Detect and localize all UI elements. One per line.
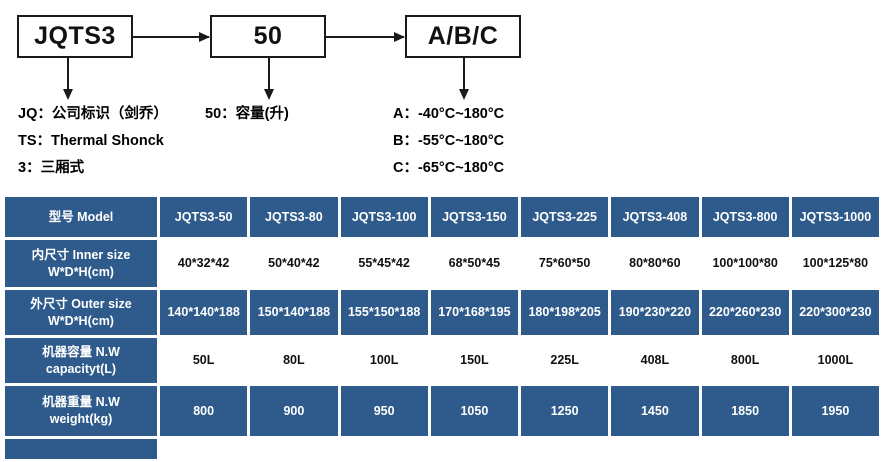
cell-next-4 [430, 439, 518, 459]
cell-next-8 [791, 439, 879, 459]
cell-inner-size-1: 40*32*42 [160, 240, 248, 287]
row-label-weight: 机器重量 N.W weight(kg) [5, 386, 157, 436]
specification-table-container: 型号 Model JQTS3-50 JQTS3-80 JQTS3-100 JQT… [5, 197, 885, 459]
legend-line-a: A：-40°C~180°C [393, 106, 505, 122]
cell-weight-1: 800 [160, 386, 248, 436]
cell-inner-size-8: 100*125*80 [791, 240, 879, 287]
cell-outer-size-6: 190*230*220 [611, 290, 699, 335]
cell-outer-size-2: 150*140*188 [250, 290, 338, 335]
cell-next-7 [701, 439, 789, 459]
flow-box-volume-code: 50 [210, 15, 326, 58]
legend-line-jq: JQ：公司标识（剑乔） [18, 106, 168, 122]
header-model-2: JQTS3-80 [250, 197, 338, 237]
row-label-line2: W*D*H(cm) [48, 264, 114, 279]
row-label-next [5, 439, 157, 459]
cell-inner-size-4: 68*50*45 [430, 240, 518, 287]
cell-weight-6: 1450 [611, 386, 699, 436]
header-row-label: 型号 Model [5, 197, 157, 237]
row-label-outer-size: 外尺寸 Outer size W*D*H(cm) [5, 290, 157, 335]
legend-line-ts: TS：Thermal Shonck [18, 133, 164, 149]
row-label-line2: W*D*H(cm) [48, 313, 114, 328]
cell-next-1 [160, 439, 248, 459]
arrow-down-icon [63, 58, 73, 100]
cell-capacity-6: 408L [611, 338, 699, 383]
row-label-line1: 内尺寸 Inner size [31, 247, 131, 262]
cell-next-5 [521, 439, 609, 459]
specification-table: 型号 Model JQTS3-50 JQTS3-80 JQTS3-100 JQT… [2, 194, 882, 462]
row-label-line2: capacityt(L) [45, 361, 117, 376]
row-label-line1: 外尺寸 Outer size [30, 296, 132, 311]
legend-volume: 50：容量(升) [205, 101, 289, 128]
flow-box-temperature-code: A/B/C [405, 15, 521, 58]
header-model-1: JQTS3-50 [160, 197, 248, 237]
table-header-row: 型号 Model JQTS3-50 JQTS3-80 JQTS3-100 JQT… [5, 197, 879, 237]
cell-weight-5: 1250 [521, 386, 609, 436]
cell-capacity-2: 80L [250, 338, 338, 383]
legend-line-3: 3：三厢式 [18, 160, 85, 176]
cell-inner-size-5: 75*60*50 [521, 240, 609, 287]
legend-model-code: JQ：公司标识（剑乔） TS：Thermal Shonck 3：三厢式 [18, 101, 168, 182]
table-row: 外尺寸 Outer size W*D*H(cm) 140*140*188 150… [5, 290, 879, 335]
cell-next-6 [611, 439, 699, 459]
arrow-down-icon [264, 58, 274, 100]
header-model-3: JQTS3-100 [340, 197, 428, 237]
cell-inner-size-6: 80*80*60 [611, 240, 699, 287]
cell-capacity-4: 150L [430, 338, 518, 383]
cell-weight-8: 1950 [791, 386, 879, 436]
cell-inner-size-2: 50*40*42 [250, 240, 338, 287]
cell-capacity-3: 100L [340, 338, 428, 383]
cell-outer-size-4: 170*168*195 [430, 290, 518, 335]
cell-weight-3: 950 [340, 386, 428, 436]
arrow-right-icon [326, 32, 405, 42]
cell-outer-size-8: 220*300*230 [791, 290, 879, 335]
cell-inner-size-3: 55*45*42 [340, 240, 428, 287]
row-label-line2: weight(kg) [49, 412, 113, 426]
legend-line-c: C：-65°C~180°C [393, 160, 505, 176]
cell-capacity-5: 225L [521, 338, 609, 383]
cell-outer-size-1: 140*140*188 [160, 290, 248, 335]
cell-weight-7: 1850 [701, 386, 789, 436]
cell-weight-2: 900 [250, 386, 338, 436]
flow-box-model-code: JQTS3 [17, 15, 133, 58]
legend-temperature-range: A：-40°C~180°C B：-55°C~180°C C：-65°C~180°… [393, 101, 504, 182]
cell-outer-size-5: 180*198*205 [521, 290, 609, 335]
row-label-capacity: 机器容量 N.W capacityt(L) [5, 338, 157, 383]
arrow-down-icon [459, 58, 469, 100]
cell-capacity-7: 800L [701, 338, 789, 383]
header-model-5: JQTS3-225 [521, 197, 609, 237]
header-model-7: JQTS3-800 [701, 197, 789, 237]
header-model-6: JQTS3-408 [611, 197, 699, 237]
cell-next-2 [250, 439, 338, 459]
legend-line-b: B：-55°C~180°C [393, 133, 505, 149]
table-row: 机器容量 N.W capacityt(L) 50L 80L 100L 150L … [5, 338, 879, 383]
header-model-8: JQTS3-1000 [791, 197, 879, 237]
model-code-flowchart: JQTS3 50 A/B/C JQ：公司标识（剑乔） TS：Thermal Sh… [0, 0, 890, 196]
cell-weight-4: 1050 [430, 386, 518, 436]
cell-outer-size-7: 220*260*230 [701, 290, 789, 335]
cell-next-3 [340, 439, 428, 459]
header-model-4: JQTS3-150 [430, 197, 518, 237]
table-row: 机器重量 N.W weight(kg) 800 900 950 1050 125… [5, 386, 879, 436]
table-row: 内尺寸 Inner size W*D*H(cm) 40*32*42 50*40*… [5, 240, 879, 287]
row-label-line1: 机器容量 N.W [42, 344, 120, 359]
cell-capacity-1: 50L [160, 338, 248, 383]
table-row-partially-visible [5, 439, 879, 459]
cell-outer-size-3: 155*150*188 [340, 290, 428, 335]
legend-line-volume: 50：容量(升) [205, 106, 289, 122]
cell-capacity-8: 1000L [791, 338, 879, 383]
row-label-inner-size: 内尺寸 Inner size W*D*H(cm) [5, 240, 157, 287]
cell-inner-size-7: 100*100*80 [701, 240, 789, 287]
row-label-line1: 机器重量 N.W [42, 395, 120, 410]
arrow-right-icon [133, 32, 210, 42]
